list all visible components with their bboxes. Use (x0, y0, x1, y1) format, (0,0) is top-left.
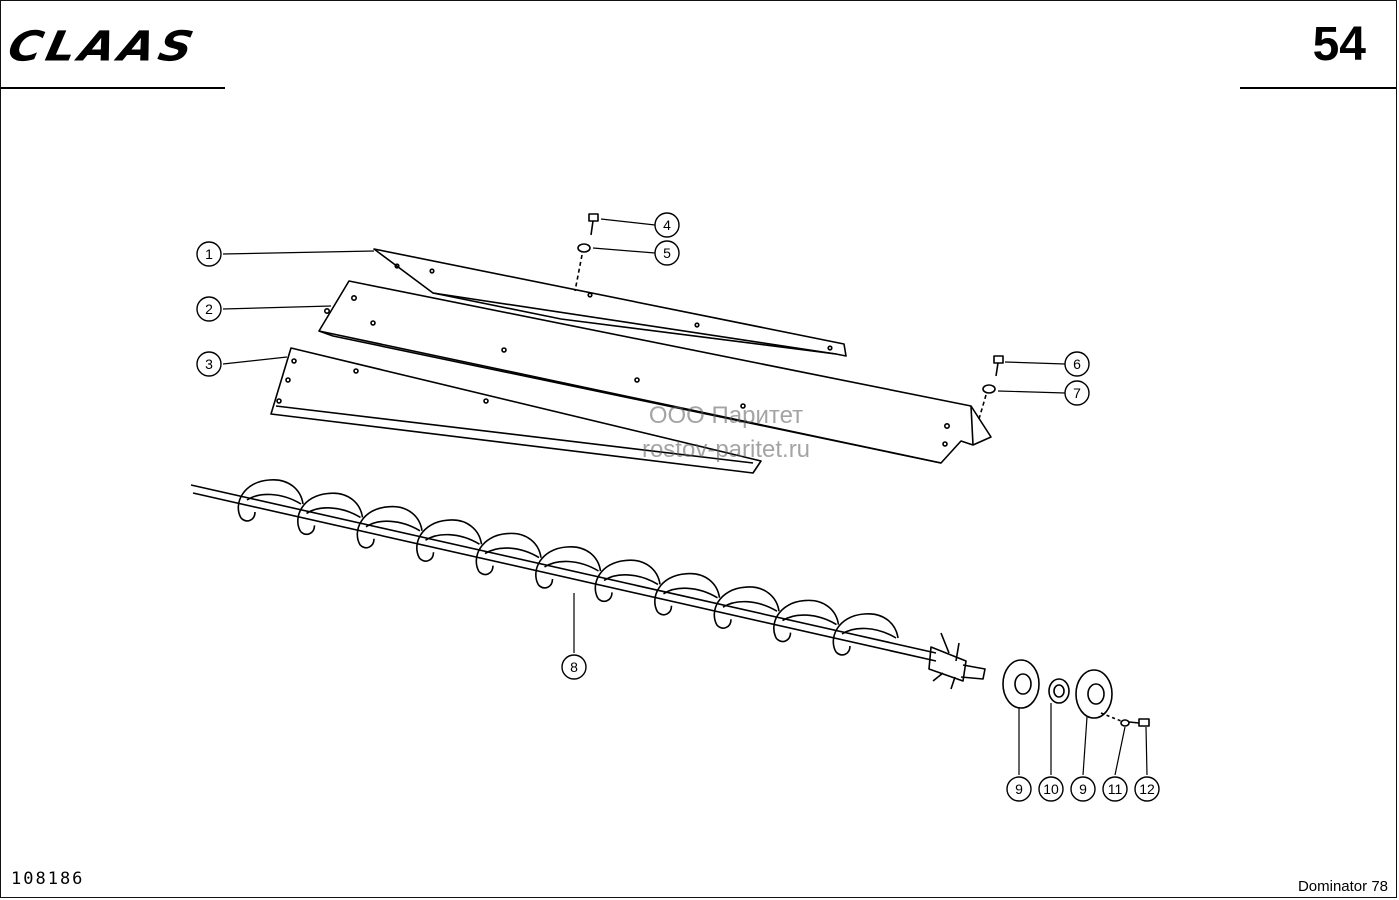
callout-11: 11 (1102, 776, 1128, 802)
svg-text:5: 5 (663, 245, 671, 261)
auger-flight (237, 479, 304, 522)
callout-2: 2 (196, 296, 222, 322)
auger-flight (773, 599, 840, 643)
callout-5: 5 (654, 240, 680, 266)
callout-12: 12 (1134, 776, 1160, 802)
logo-underline (1, 87, 225, 89)
svg-text:9: 9 (1079, 781, 1087, 797)
auger-flight (297, 492, 364, 536)
callout-1: 1 (196, 241, 222, 267)
callout-10: 10 (1038, 776, 1064, 802)
auger-flight (713, 586, 780, 629)
auger-flight (654, 572, 721, 616)
callouts: 1 2 3 4 5 6 7 8 9 10 9 11 12 (196, 212, 1160, 802)
leader-lines (222, 218, 1148, 776)
svg-text:6: 6 (1073, 356, 1081, 372)
auger-flight (475, 532, 542, 576)
callout-7: 7 (1064, 380, 1090, 406)
svg-text:3: 3 (205, 356, 213, 372)
part-2-angle-profile (318, 280, 992, 464)
page-number-underline (1240, 87, 1396, 89)
auger-flight (832, 613, 899, 656)
part-1-upper-plate (373, 248, 847, 357)
svg-text:12: 12 (1139, 781, 1155, 797)
svg-text:11: 11 (1108, 781, 1123, 797)
callout-9-right: 9 (1070, 776, 1096, 802)
svg-text:8: 8 (570, 659, 578, 675)
bolt-4-and-washer-5 (574, 213, 599, 292)
svg-text:9: 9 (1015, 781, 1023, 797)
svg-text:2: 2 (205, 301, 213, 317)
auger-flight (416, 519, 483, 562)
callout-3: 3 (196, 351, 222, 377)
page-number: 54 (1312, 18, 1366, 71)
svg-text:1: 1 (205, 246, 213, 262)
drawing-number: 108186 (11, 869, 85, 889)
auger-flight (535, 546, 602, 589)
callout-4: 4 (654, 212, 680, 238)
svg-text:7: 7 (1073, 385, 1081, 401)
auger-flight (594, 559, 661, 603)
machine-model: Dominator 78 (1297, 878, 1388, 895)
svg-text:10: 10 (1043, 781, 1059, 797)
svg-text:4: 4 (663, 217, 671, 233)
part-3-lower-plate (270, 347, 762, 474)
part-8-auger (190, 479, 986, 690)
callout-9-left: 9 (1006, 776, 1032, 802)
callout-6: 6 (1064, 351, 1090, 377)
auger-flight (356, 505, 423, 549)
callout-8: 8 (561, 654, 587, 680)
bearing-assembly (1002, 659, 1150, 727)
bolt-6-and-washer-7 (978, 355, 1004, 420)
